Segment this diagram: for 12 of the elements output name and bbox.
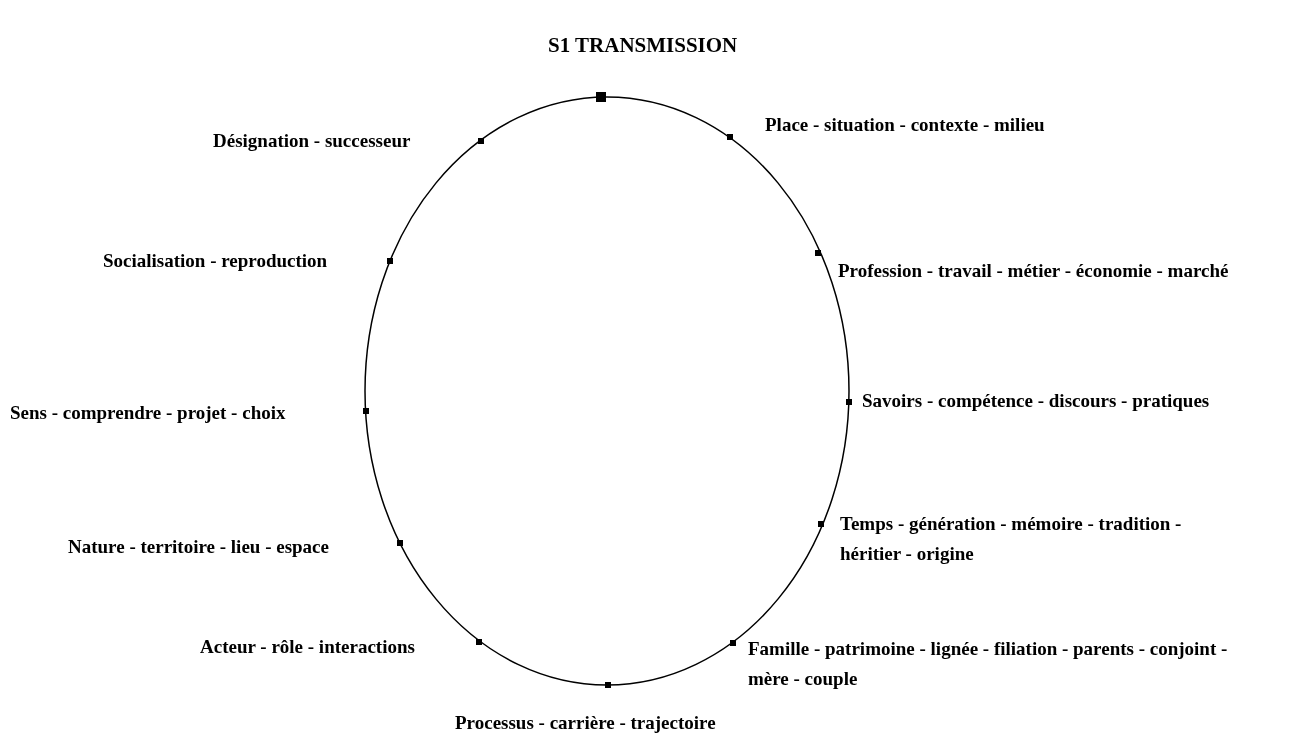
title: S1 TRANSMISSION <box>548 32 738 59</box>
term-label: Temps - génération - mémoire - tradition - héritier - origine <box>840 512 1183 566</box>
term-label: Socialisation - reproduction <box>103 249 328 273</box>
term-label: Savoirs - compétence - discours - pratiques <box>862 389 1210 413</box>
term-label: Processus - carrière - trajectoire <box>455 711 716 735</box>
term-label: Sens - comprendre - projet - choix <box>10 401 286 425</box>
term-label: Acteur - rôle - interactions <box>200 635 415 659</box>
term-label: Place - situation - contexte - milieu <box>765 113 1045 137</box>
term-label: Famille - patrimoine - lignée - filiation - parents - conjoint - mère - couple <box>748 637 1228 691</box>
term-label: Nature - territoire - lieu - espace <box>68 535 329 559</box>
term-label: Désignation - successeur <box>213 129 411 153</box>
term-label: Profession - travail - métier - économie - marché <box>838 259 1229 283</box>
